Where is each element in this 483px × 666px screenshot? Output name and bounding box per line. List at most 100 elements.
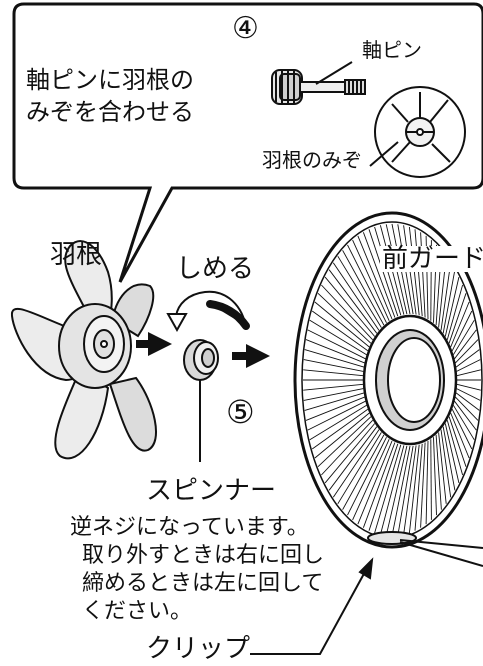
guard-wire [433,437,437,516]
spinner-note-line3: 締めるときは左に回して [82,571,324,596]
callout-instruction-line1: 軸ピンに羽根の [26,66,194,94]
spinner-note-line4: ください。 [82,599,193,624]
turn-arrow-icon [166,290,250,333]
guard-wire [448,416,467,467]
guard-wire [362,232,396,318]
spinner-note-line2: 取り外すときは右に回し [82,543,325,568]
guard-wire [397,445,414,536]
guard-wire [304,392,365,411]
guard-wire [456,388,481,401]
guard-spokes [303,223,481,537]
guard-wire [414,229,423,317]
spinner-label: スピンナー [146,476,277,506]
guard-wire [303,359,364,372]
guard-wire [453,320,475,355]
guard-wire [438,432,447,504]
guard-wire [307,400,366,431]
guard-wire [347,436,387,516]
spinner-part [183,339,219,462]
guard-wire [337,432,382,505]
guard-wire [342,434,385,510]
guard-wire [403,445,417,535]
guard-wire [324,276,376,337]
guard-wire [303,383,364,391]
step-4-number: ④ [232,11,259,46]
guard-wire [337,255,382,328]
guard-wire [324,423,376,484]
guard-wire [317,416,372,468]
guard-wire [453,405,475,440]
front-guard-label: 前ガード [380,246,483,272]
leader-lines [250,539,483,655]
guard-wire [352,439,390,521]
guard-wire [408,444,420,534]
guard-wire [446,284,464,340]
guard-wire [440,429,452,498]
guard-wire [374,444,402,534]
callout-instruction-line2: みぞを合わせる [26,98,194,126]
guard-wire [328,269,378,334]
guard-wire [357,440,393,525]
blade-label: 羽根 [50,240,103,270]
guard-wire [450,301,470,348]
push-arrow-icon [136,332,270,368]
guard-wire [328,426,378,491]
guard-wire [448,293,467,344]
guard-wire [303,388,364,401]
guard-wire [444,276,460,337]
guard-wire [304,349,365,368]
guard-wire [347,244,387,324]
guard-wire [451,310,473,351]
guard-wire [440,262,452,331]
spinner-note-line1: 逆ネジになっています。 [70,515,309,540]
guard-wire [357,235,393,320]
guard-wire [379,445,405,535]
guard-wire [442,269,456,334]
guard-wire [430,439,432,520]
guard-wire [414,443,423,531]
guard-wire [450,412,470,459]
guard-wire [307,329,366,360]
guard-wire [455,392,480,411]
fan-blades [10,240,157,460]
guard-wire [309,319,367,356]
guard-wire [303,369,364,377]
guard-wire [368,229,399,317]
guard-wire [305,339,365,364]
tighten-label: しめる [176,254,255,284]
clip-label: クリップ [146,634,251,664]
guard-wire [342,250,385,326]
guard-wire [311,310,369,352]
blade-groove-label: 羽根のみぞ [262,148,362,172]
blade-groove-illustration [369,86,466,178]
guard-wire [305,396,365,421]
guard-wire [442,426,456,491]
step-5-number: ⑤ [226,393,255,431]
guard-wire [362,442,396,528]
guard-wire [311,408,369,450]
guard-wire [391,445,411,537]
guard-wire [309,404,367,441]
guard-wire [314,412,370,459]
guard-wire [368,443,399,531]
guard-wire [454,329,477,360]
guard-wire [451,409,473,450]
guard-wire [317,292,372,344]
guard-wire [425,440,429,525]
guard-wire [321,284,374,341]
guard-wire [321,419,374,476]
guard-wire [454,400,477,431]
shaft-pin-label: 軸ピン [362,38,422,62]
guard-wire [332,262,380,331]
guard-wire [444,423,460,484]
guard-wire [385,445,408,536]
guard-wire [456,383,481,391]
guard-wire [352,239,390,321]
guard-wire [446,420,464,476]
guard-wire [455,339,479,364]
guard-wire [456,369,481,377]
guard-wire [314,301,370,348]
guard-wire [435,434,442,510]
guard-wire [455,396,479,421]
